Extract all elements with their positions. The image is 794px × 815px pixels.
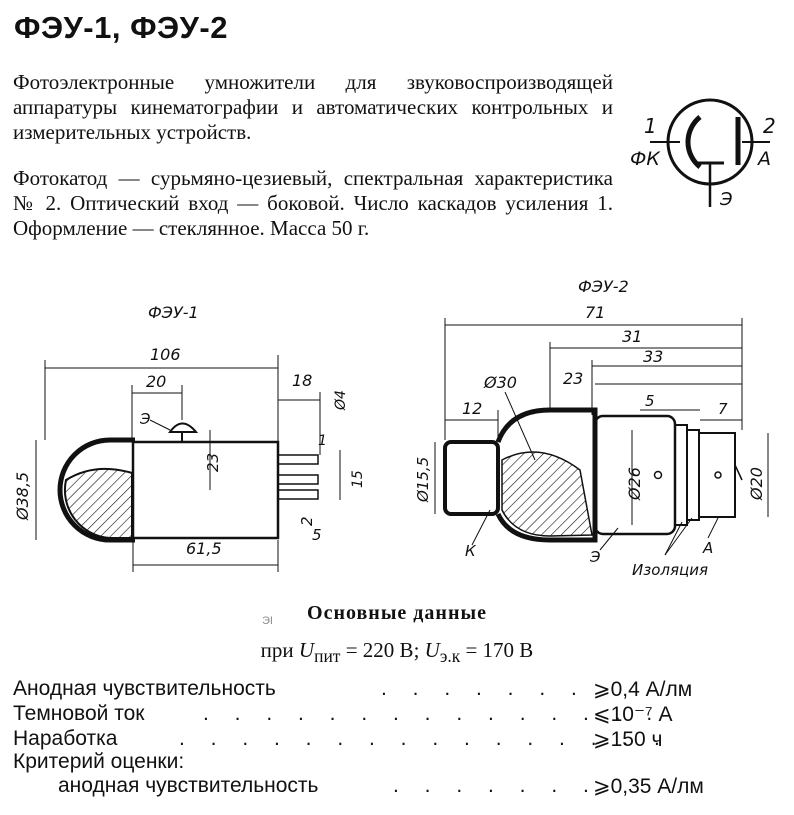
param-row: Темновой ток . . . . . . . . . . . . . .… (13, 702, 673, 726)
feu1-emitter-label: Э (139, 410, 151, 428)
param-label: анодная чувствительность (58, 774, 319, 797)
cond-u1-val: = 220 В; (340, 638, 425, 662)
param-label: Анодная чувствительность (13, 677, 276, 700)
feu2-dim-5: 5 (645, 392, 655, 410)
feu1-dim-1: 1 (318, 433, 327, 449)
param-value: ⩾0,4 А/лм (593, 678, 693, 701)
feu1-dim-20: 20 (146, 372, 166, 391)
feu1-dim-2: 2 (298, 516, 316, 526)
param-row: Критерий оценки: (13, 750, 793, 775)
feu2-drawing: ФЭУ-2 71 31 33 23 5 7 Ø30 12 Ø15,5 Ø26 Ø… (414, 277, 769, 579)
tube-symbol-diagram: 1 ФК 2 А Э (630, 98, 776, 210)
anode-label: А (756, 148, 771, 170)
feu2-k-label: К (465, 542, 477, 560)
cond-u2: U (424, 638, 440, 662)
feu2-dim-7: 7 (718, 400, 728, 418)
cond-u2-sub: э.к (439, 646, 461, 667)
feu2-isolation-label: Изоляция (632, 561, 708, 579)
cathode-label: ФК (630, 148, 661, 170)
cond-prefix: при (260, 638, 299, 662)
param-row: Анодная чувствительность . . . . . . . ⩾… (13, 677, 693, 701)
feu2-dim-71: 71 (585, 303, 605, 322)
page-title: ФЭУ-1, ФЭУ-2 (14, 10, 228, 45)
feu1-dim-5: 5 (312, 526, 322, 544)
feu2-dim-d155: Ø15,5 (414, 457, 432, 503)
feu2-dim-d30: Ø30 (483, 373, 517, 392)
feu1-drawing: ФЭУ-1 Э 106 20 18 Ø4 23 Ø38,5 1 15 2 5 6… (13, 303, 366, 572)
conditions-line: при Uпит = 220 В; Uэ.к = 170 В (0, 638, 794, 667)
feu2-label: ФЭУ-2 (578, 277, 629, 296)
param-label: Темновой ток (13, 702, 145, 725)
feu2-a-label: А (702, 539, 713, 557)
feu1-dim-18: 18 (292, 371, 312, 390)
feu1-dim-d4: Ø4 (333, 390, 349, 411)
feu2-dim-12: 12 (462, 399, 482, 418)
feu2-e-label: Э (589, 548, 601, 566)
param-label: Критерий оценки: (13, 750, 185, 773)
emitter-label: Э (719, 189, 733, 210)
param-value: ⩾150 ч (593, 728, 663, 751)
feu2-dim-31: 31 (622, 327, 642, 346)
description-paragraph: Фотоэлектронные умножители для звуковосп… (13, 70, 613, 144)
param-value: ⩾0,35 А/лм (593, 775, 704, 798)
feu2-dim-23: 23 (563, 369, 583, 388)
data-header: Основные данные (307, 602, 487, 624)
pin1-label: 1 (644, 114, 657, 138)
feu1-dim-615: 61,5 (186, 539, 222, 558)
param-row: анодная чувствительность . . . . . . . ⩾… (58, 774, 704, 798)
feu1-label: ФЭУ-1 (148, 303, 199, 322)
feu1-dim-23: 23 (204, 453, 222, 472)
cond-u2-val: = 170 В (460, 638, 534, 662)
feu1-dim-15: 15 (350, 470, 366, 488)
faint-mark: ЭI (262, 615, 273, 627)
param-value: ⩽10⁻⁷ А (593, 703, 673, 726)
feu2-dim-d26: Ø26 (625, 467, 644, 501)
specs-paragraph: Фотокатод — сурьмяно-цезиевый, спектраль… (13, 166, 613, 240)
cond-u1-sub: пит (314, 646, 341, 667)
cond-u1: U (298, 638, 315, 662)
pin2-label: 2 (763, 114, 776, 138)
param-row: Наработка . . . . . . . . . . . . . . . … (13, 727, 670, 751)
feu1-dim-106: 106 (150, 345, 181, 364)
feu2-dim-33: 33 (643, 347, 663, 366)
feu1-dim-d385: Ø38,5 (13, 472, 32, 521)
feu2-dim-d20: Ø20 (747, 467, 766, 501)
param-label: Наработка (13, 727, 118, 750)
